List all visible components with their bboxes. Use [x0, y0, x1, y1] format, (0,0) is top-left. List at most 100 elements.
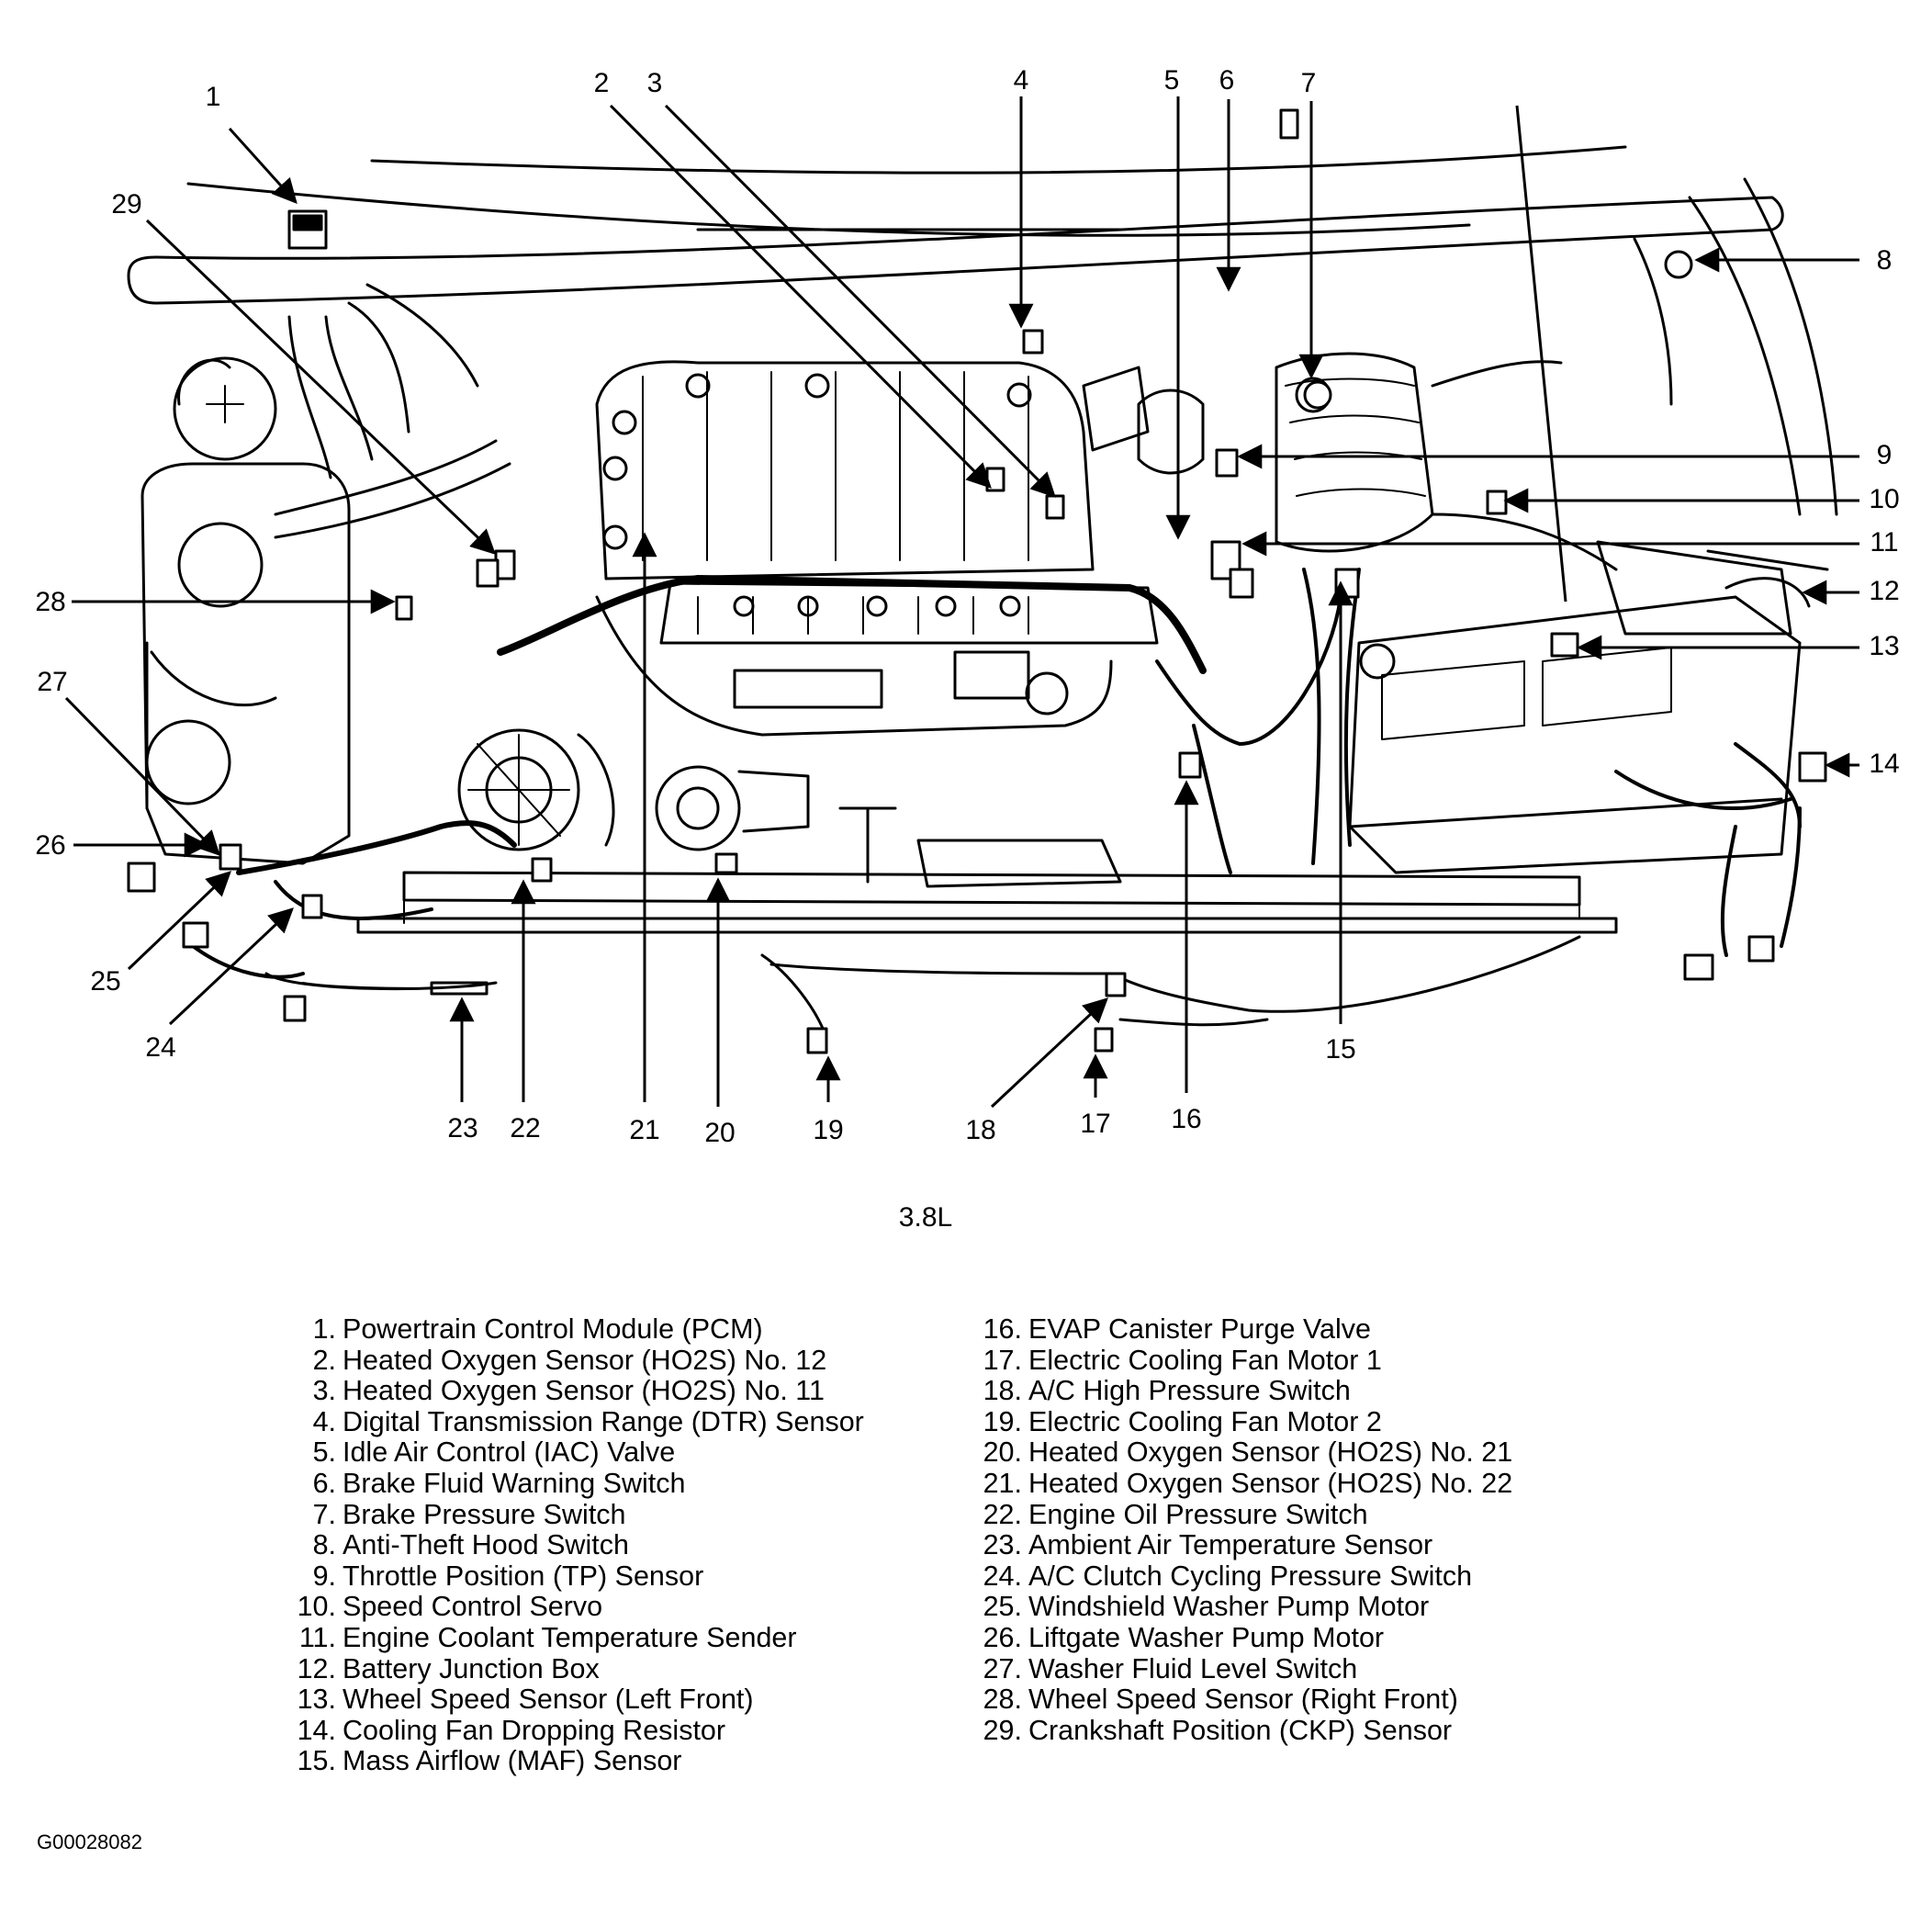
callout-22: 22 [510, 1113, 540, 1143]
legend-item: 15.Mass Airflow (MAF) Sensor [290, 1746, 864, 1777]
legend-item-number: 28. [983, 1684, 1022, 1716]
legend-item-number: 9. [312, 1560, 336, 1592]
legend-item-text: A/C High Pressure Switch [1028, 1375, 1351, 1407]
legend-item: 28.Wheel Speed Sensor (Right Front) [969, 1684, 1512, 1716]
legend-item-number: 16. [983, 1313, 1022, 1345]
callout-6: 6 [1219, 65, 1235, 96]
callout-11: 11 [1870, 527, 1898, 558]
legend-item-text: Engine Oil Pressure Switch [1028, 1498, 1368, 1530]
legend-item: 3.Heated Oxygen Sensor (HO2S) No. 11 [290, 1376, 864, 1407]
leader-25 [127, 871, 231, 971]
legend-item: 13.Wheel Speed Sensor (Left Front) [290, 1684, 864, 1716]
legend-item-text: Washer Fluid Level Switch [1028, 1652, 1358, 1684]
legend-item-text: Digital Transmission Range (DTR) Sensor [343, 1405, 864, 1437]
leader-29 [145, 219, 496, 555]
legend-item: 17.Electric Cooling Fan Motor 1 [969, 1344, 1512, 1377]
legend-item: 26.Liftgate Washer Pump Motor [969, 1621, 1512, 1654]
legend-item: 27.Washer Fluid Level Switch [969, 1652, 1512, 1685]
leader-2 [609, 104, 992, 489]
legend-item-number: 13. [297, 1684, 336, 1716]
legend-item-text: Windshield Washer Pump Motor [1028, 1591, 1430, 1623]
legend-item-text: Wheel Speed Sensor (Left Front) [343, 1684, 754, 1716]
legend-item: 7.Brake Pressure Switch [290, 1498, 864, 1531]
leader-3 [664, 104, 1056, 498]
legend-item-text: Throttle Position (TP) Sensor [343, 1560, 704, 1592]
legend-item: 24.A/C Clutch Cycling Pressure Switch [969, 1560, 1512, 1593]
callout-23: 23 [447, 1113, 477, 1143]
legend-item-number: 2. [312, 1344, 336, 1376]
legend-item-text: A/C Clutch Cycling Pressure Switch [1028, 1560, 1473, 1592]
callout-26: 26 [35, 830, 65, 861]
legend-item: 14.Cooling Fan Dropping Resistor [290, 1714, 864, 1747]
callout-13: 13 [1869, 631, 1899, 661]
legend-item-text: Brake Fluid Warning Switch [343, 1467, 686, 1499]
callout-7: 7 [1301, 68, 1317, 98]
legend-item-number: 20. [983, 1436, 1022, 1469]
legend-item-text: Heated Oxygen Sensor (HO2S) No. 21 [1028, 1436, 1513, 1469]
legend-item: 16.EVAP Canister Purge Valve [969, 1313, 1512, 1346]
legend-item: 20.Heated Oxygen Sensor (HO2S) No. 21 [969, 1436, 1513, 1469]
callout-leaders [64, 96, 1859, 1109]
legend-item: 8.Anti-Theft Hood Switch [290, 1530, 864, 1561]
legend-item-number: 22. [983, 1498, 1022, 1530]
legend-item-text: Ambient Air Temperature Sensor [1028, 1529, 1433, 1561]
legend-item: 10.Speed Control Servo [290, 1592, 864, 1623]
figure-id: G00028082 [37, 1831, 142, 1853]
legend-item-text: Heated Oxygen Sensor (HO2S) No. 12 [343, 1344, 827, 1376]
legend-item-text: Battery Junction Box [343, 1652, 600, 1684]
legend-item: 11.Engine Coolant Temperature Sender [290, 1621, 864, 1654]
callout-16: 16 [1171, 1104, 1201, 1134]
legend-item-text: Anti-Theft Hood Switch [343, 1529, 629, 1561]
callout-14: 14 [1869, 749, 1899, 779]
legend-item-text: Brake Pressure Switch [343, 1498, 626, 1530]
callout-21: 21 [629, 1115, 659, 1145]
legend-item-text: Electric Cooling Fan Motor 1 [1028, 1344, 1382, 1376]
callout-25: 25 [90, 966, 120, 997]
callout-29: 29 [111, 189, 141, 220]
legend-item: 23.Ambient Air Temperature Sensor [969, 1530, 1512, 1561]
legend-item-text: Mass Airflow (MAF) Sensor [343, 1745, 682, 1777]
callout-19: 19 [813, 1115, 843, 1145]
callout-9: 9 [1877, 440, 1893, 470]
legend-item-number: 17. [983, 1344, 1022, 1376]
legend-item-number: 8. [312, 1529, 336, 1561]
legend-item-number: 23. [983, 1529, 1022, 1561]
legend-item-number: 4. [312, 1405, 336, 1437]
callout-8: 8 [1877, 245, 1893, 276]
callout-2: 2 [594, 68, 610, 98]
legend-item: 18.A/C High Pressure Switch [969, 1376, 1512, 1407]
legend-item-number: 14. [297, 1714, 336, 1746]
callout-10: 10 [1869, 484, 1899, 514]
callout-27: 27 [37, 667, 67, 697]
legend-item-number: 7. [312, 1498, 336, 1530]
legend-item-text: Wheel Speed Sensor (Right Front) [1028, 1684, 1458, 1716]
legend-item-number: 10. [297, 1591, 336, 1623]
leader-27 [64, 696, 220, 856]
callout-24: 24 [145, 1032, 175, 1063]
legend-item-number: 3. [312, 1375, 336, 1407]
callout-18: 18 [965, 1115, 995, 1145]
legend-item-text: Crankshaft Position (CKP) Sensor [1028, 1714, 1453, 1746]
legend-item-text: Engine Coolant Temperature Sender [343, 1621, 797, 1653]
legend-item-number: 26. [983, 1621, 1022, 1653]
legend-item: 4.Digital Transmission Range (DTR) Senso… [290, 1405, 864, 1438]
legend-item: 22.Engine Oil Pressure Switch [969, 1498, 1512, 1531]
callout-5: 5 [1164, 65, 1180, 96]
engine-line-art [127, 108, 1838, 1054]
legend-item: 2.Heated Oxygen Sensor (HO2S) No. 12 [290, 1344, 864, 1377]
legend-item-text: Heated Oxygen Sensor (HO2S) No. 22 [1028, 1467, 1513, 1499]
callout-20: 20 [704, 1118, 735, 1148]
callout-1: 1 [206, 82, 221, 112]
legend-left-column: 1.Powertrain Control Module (PCM)2.Heate… [290, 1313, 864, 1777]
legend-item-number: 25. [983, 1591, 1022, 1623]
legend-item-number: 24. [983, 1560, 1022, 1592]
callout-4: 4 [1014, 65, 1029, 96]
legend-item: 6.Brake Fluid Warning Switch [290, 1467, 864, 1500]
leader-18 [990, 997, 1108, 1109]
callout-12: 12 [1869, 576, 1899, 606]
callout-numbers: 1 2 3 4 5 6 7 8 9 10 11 12 13 14 15 16 1… [35, 65, 1899, 1233]
callout-17: 17 [1080, 1109, 1110, 1139]
legend-item-number: 1. [312, 1313, 336, 1345]
